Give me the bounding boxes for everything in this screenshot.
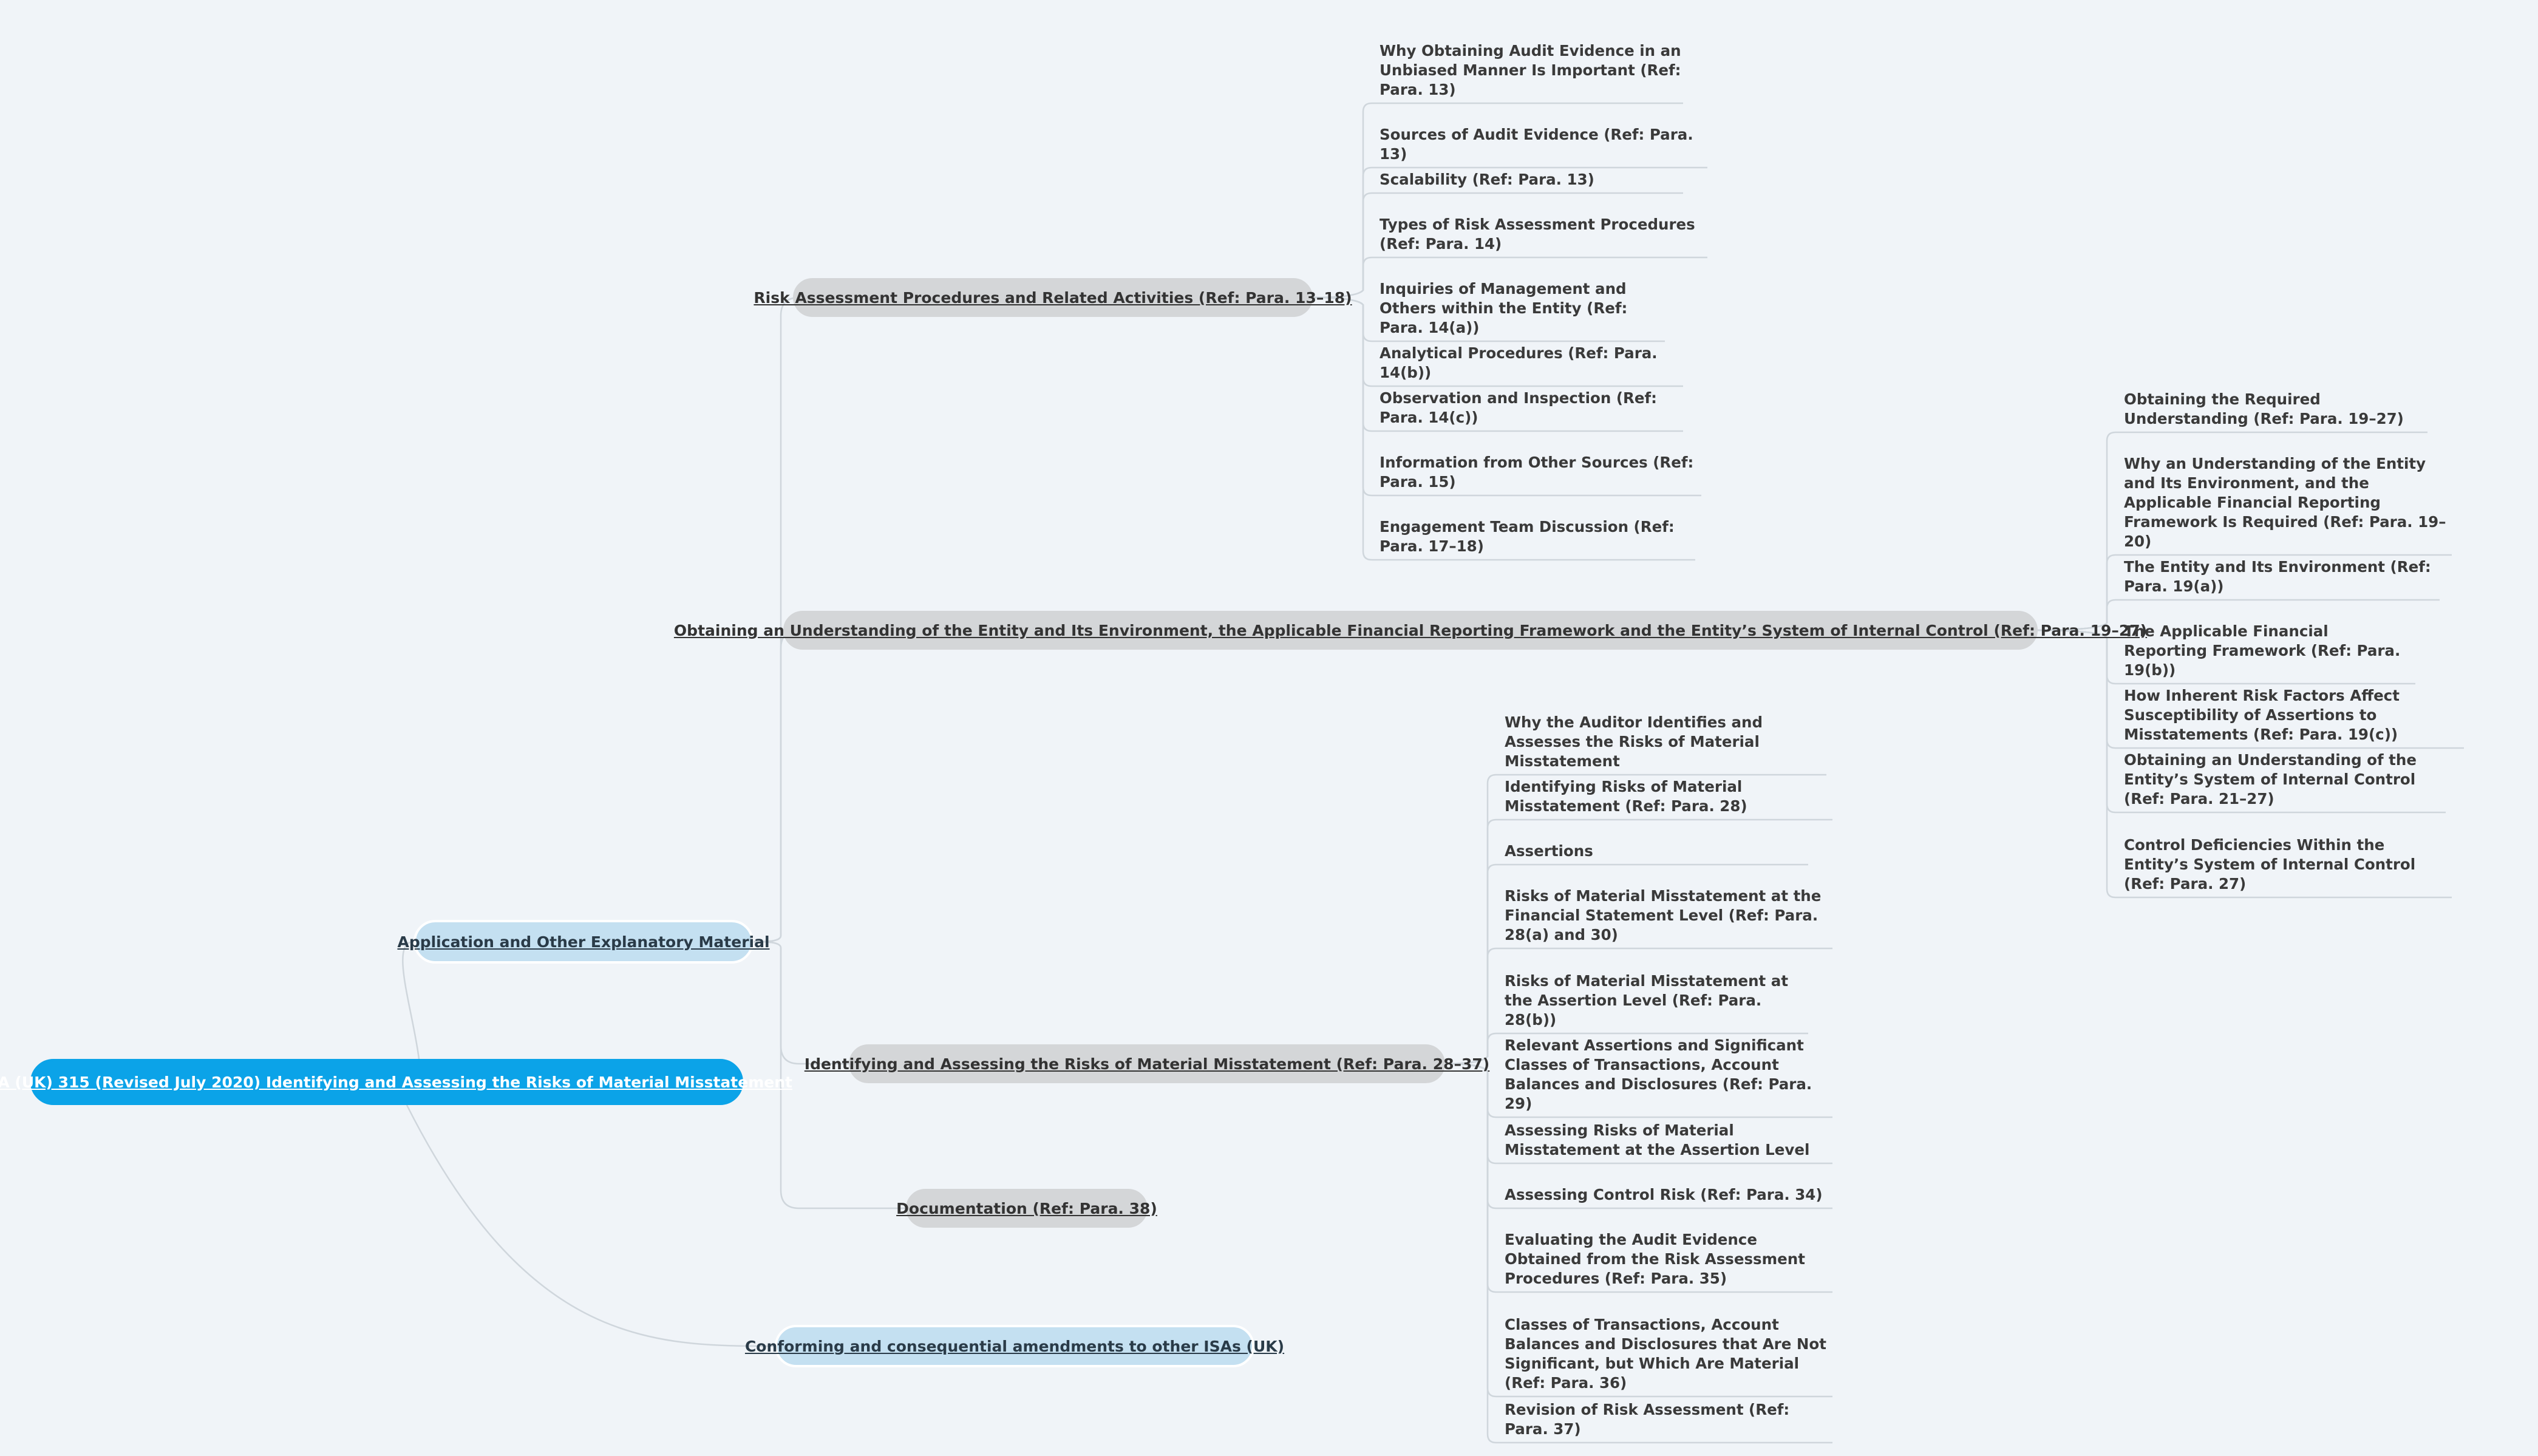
edge-leaf-obtaining-required-understanding <box>2037 431 2116 631</box>
edge-leaf-identifying-risks <box>1444 818 1497 1065</box>
leaf-not-significant-but-material[interactable]: Classes of Transactions, Account Balance… <box>1505 1316 1826 1392</box>
leaf-information-other-sources[interactable]: Information from Other Sources (Ref: Par… <box>1380 454 1694 491</box>
edge-leaf-analytical-procedures <box>1312 296 1372 387</box>
edge-topic-identifying-assessing-risks <box>753 941 849 1065</box>
leaf-financial-statement-level[interactable]: Risks of Material Misstatement at the Fi… <box>1505 887 1822 944</box>
leaf-financial-reporting-framework[interactable]: The Applicable Financial Reporting Frame… <box>2124 622 2401 679</box>
leaf-assessing-control-risk[interactable]: Assessing Control Risk (Ref: Para. 34) <box>1505 1186 1823 1203</box>
leaf-why-understanding-required[interactable]: Why an Understanding of the Entity and I… <box>2124 455 2446 550</box>
leaf-revision-risk-assessment[interactable]: Revision of Risk Assessment (Ref: Para. … <box>1505 1401 1790 1438</box>
edge-leaf-inherent-risk-factors <box>2037 629 2116 749</box>
leaf-observation-inspection[interactable]: Observation and Inspection (Ref: Para. 1… <box>1380 389 1657 426</box>
leaf-entity-environment[interactable]: The Entity and Its Environment (Ref: Par… <box>2124 558 2431 595</box>
root-topic[interactable]: ISA (UK) 315 (Revised July 2020) Identif… <box>0 1059 792 1105</box>
leaf-analytical-procedures[interactable]: Analytical Procedures (Ref: Para. 14(b)) <box>1380 344 1658 381</box>
edge-leaf-why-auditor-identifies <box>1444 774 1497 1065</box>
leaf-unbiased-audit-evidence[interactable]: Why Obtaining Audit Evidence in an Unbia… <box>1380 42 1681 98</box>
topic-identifying-assessing-risks[interactable]: Identifying and Assessing the Risks of M… <box>805 1044 1489 1083</box>
edge-topic-obtaining-understanding <box>753 629 800 943</box>
topic-documentation[interactable]: Documentation (Ref: Para. 38) <box>896 1189 1157 1228</box>
topic-application-material[interactable]: Application and Other Explanatory Materi… <box>397 920 770 964</box>
leaf-relevant-assertions[interactable]: Relevant Assertions and Significant Clas… <box>1505 1036 1812 1112</box>
edge-root-conforming <box>406 1104 775 1347</box>
topic-risk-assessment-procedures[interactable]: Risk Assessment Procedures and Related A… <box>754 278 1352 317</box>
leaf-why-auditor-identifies[interactable]: Why the Auditor Identifies and Assesses … <box>1505 713 1763 770</box>
edge-leaf-why-understanding-required <box>2037 554 2116 631</box>
edge-leaf-financial-statement-level <box>1444 947 1497 1065</box>
leaf-control-deficiencies[interactable]: Control Deficiencies Within the Entity’s… <box>2124 836 2416 893</box>
edge-leaf-engagement-team-discussion <box>1312 296 1372 561</box>
edge-leaf-revision-risk-assessment <box>1444 1063 1497 1444</box>
topic-obtaining-understanding[interactable]: Obtaining an Understanding of the Entity… <box>674 611 2147 650</box>
edge-leaf-control-deficiencies <box>2037 629 2116 899</box>
topic-conforming-amendments[interactable]: Conforming and consequential amendments … <box>745 1325 1284 1367</box>
leaf-inherent-risk-factors[interactable]: How Inherent Risk Factors Affect Suscept… <box>2124 687 2400 743</box>
leaf-identifying-risks[interactable]: Identifying Risks of Material Misstateme… <box>1505 778 1747 815</box>
leaf-assertion-level-risks[interactable]: Risks of Material Misstatement at the As… <box>1505 972 1789 1029</box>
leaf-types-risk-procedures[interactable]: Types of Risk Assessment Procedures (Ref… <box>1380 216 1695 253</box>
edge-leaf-assessing-control-risk <box>1444 1063 1497 1209</box>
edge-leaf-not-significant-but-material <box>1444 1063 1497 1398</box>
leaf-system-internal-control[interactable]: Obtaining an Understanding of the Entity… <box>2124 751 2417 808</box>
edge-leaf-sources-audit-evidence <box>1312 166 1372 299</box>
leaf-engagement-team-discussion[interactable]: Engagement Team Discussion (Ref: Para. 1… <box>1380 518 1675 555</box>
leaf-inquiries-management[interactable]: Inquiries of Management and Others withi… <box>1380 280 1628 336</box>
edge-leaf-unbiased-audit-evidence <box>1312 102 1372 299</box>
leaf-assertions[interactable]: Assertions <box>1505 842 1593 860</box>
edge-leaf-evaluating-audit-evidence <box>1444 1063 1497 1293</box>
leaf-scalability[interactable]: Scalability (Ref: Para. 13) <box>1380 171 1594 188</box>
edge-leaf-assessing-assertion-level <box>1444 1063 1497 1165</box>
edge-leaf-scalability <box>1312 192 1372 299</box>
edge-leaf-assertions <box>1444 863 1497 1065</box>
leaf-assessing-assertion-level[interactable]: Assessing Risks of Material Misstatement… <box>1505 1121 1810 1158</box>
edge-leaf-information-other-sources <box>1312 296 1372 497</box>
leaf-obtaining-required-understanding[interactable]: Obtaining the Required Understanding (Re… <box>2124 390 2404 427</box>
edge-leaf-observation-inspection <box>1312 296 1372 432</box>
leaf-evaluating-audit-evidence[interactable]: Evaluating the Audit Evidence Obtained f… <box>1505 1231 1805 1287</box>
edge-root-application <box>402 941 420 1060</box>
leaf-sources-audit-evidence[interactable]: Sources of Audit Evidence (Ref: Para. 13… <box>1380 126 1693 163</box>
edge-leaf-system-internal-control <box>2037 629 2116 814</box>
